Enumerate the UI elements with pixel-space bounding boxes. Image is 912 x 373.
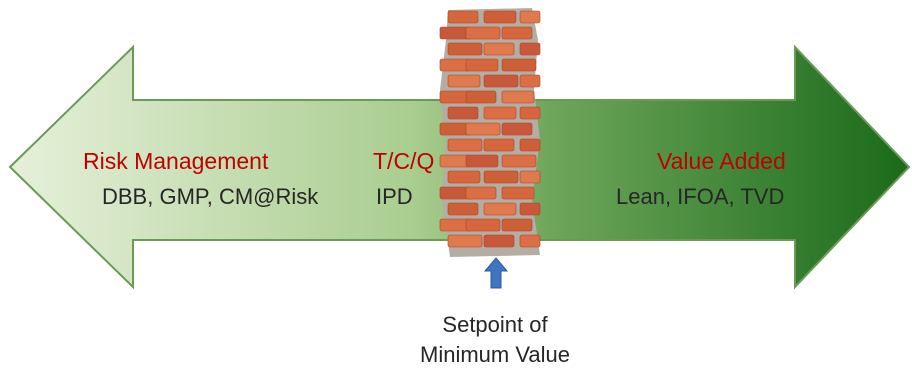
brick	[465, 58, 499, 72]
brick-wall	[439, 8, 541, 257]
brick	[447, 170, 481, 184]
left-subtitle: DBB, GMP, CM@Risk	[102, 184, 319, 209]
brick	[447, 42, 483, 56]
caption-line-2: Minimum Value	[420, 342, 570, 367]
brick	[465, 90, 497, 104]
brick	[501, 154, 537, 168]
brick	[447, 106, 479, 120]
brick	[519, 138, 541, 152]
brick	[447, 202, 479, 216]
brick	[519, 202, 541, 216]
right-subtitle: Lean, IFOA, TVD	[616, 184, 785, 209]
brick	[447, 138, 483, 152]
brick	[447, 74, 481, 88]
brick	[501, 58, 537, 72]
brick	[519, 106, 541, 120]
brick	[501, 186, 535, 200]
brick	[519, 234, 541, 248]
brick	[439, 58, 471, 72]
brick	[465, 218, 501, 232]
brick	[483, 42, 515, 56]
brick	[501, 90, 535, 104]
brick	[447, 234, 483, 248]
brick	[439, 154, 471, 168]
brick	[483, 74, 519, 88]
brick	[483, 170, 519, 184]
brick	[519, 170, 541, 184]
brick	[483, 234, 515, 248]
up-arrow-icon	[483, 257, 509, 289]
brick	[447, 10, 479, 24]
brick	[465, 122, 501, 136]
brick	[519, 74, 541, 88]
brick	[483, 106, 517, 120]
brick	[501, 122, 533, 136]
middle-subtitle: IPD	[376, 184, 413, 209]
brick	[519, 10, 541, 24]
brick	[483, 202, 517, 216]
brick	[483, 10, 517, 24]
right-title: Value Added	[657, 148, 786, 174]
brick	[465, 26, 501, 40]
middle-title: T/C/Q	[373, 148, 435, 174]
brick	[465, 186, 497, 200]
left-title: Risk Management	[83, 148, 269, 174]
caption-line-1: Setpoint of	[442, 312, 548, 337]
brick	[501, 218, 533, 232]
brick	[483, 138, 515, 152]
brick	[501, 26, 533, 40]
brick	[465, 154, 499, 168]
brick	[519, 42, 541, 56]
